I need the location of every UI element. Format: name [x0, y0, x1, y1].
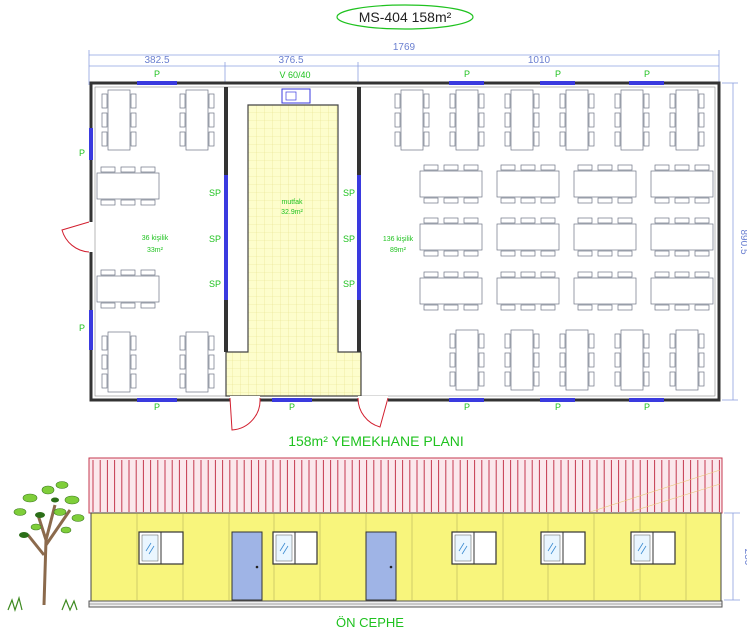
dining-table-vertical [449, 329, 485, 391]
dining-table-horizontal [496, 271, 560, 311]
dining-table-horizontal [96, 269, 160, 309]
dining-table-vertical [179, 331, 215, 393]
furniture [96, 89, 714, 393]
dim-left-width: 382.5 [144, 55, 169, 66]
front-elevation [7, 457, 723, 612]
dining-table-horizontal [650, 217, 714, 257]
right-room-area: 89m² [390, 247, 407, 254]
dimension-lines [88, 50, 740, 601]
windows [89, 81, 664, 402]
dining-table-horizontal [96, 166, 160, 206]
dim-middle-width: 376.5 [278, 55, 303, 66]
kitchen-name: mutfak [281, 199, 303, 206]
window-label: P [555, 402, 561, 412]
sliding-label: SP [343, 279, 355, 289]
dining-table-horizontal [573, 164, 637, 204]
window-label: P [464, 69, 470, 79]
dim-right-width: 1010 [528, 55, 551, 66]
dim-depth: 890.5 [738, 229, 747, 254]
room-labels: 36 kişilik 33m² mutfak 32.9m² 136 kişili… [142, 199, 414, 254]
roof-reflection [589, 469, 721, 513]
window-label: P [555, 69, 561, 79]
dining-table-vertical [101, 331, 137, 393]
vent-label: V 60/40 [279, 70, 310, 80]
dining-table-vertical [669, 89, 705, 151]
window-label: P [289, 402, 295, 412]
elevation-doors [231, 531, 397, 601]
elevation-window [451, 531, 497, 565]
floor-plan: P P P P P P P P P P P SP SP SP SP SP SP … [61, 69, 721, 431]
elevation-title: ÖN CEPHE [336, 615, 404, 630]
dining-table-horizontal [573, 217, 637, 257]
dining-table-vertical [449, 89, 485, 151]
window-label: P [79, 323, 85, 333]
hall-door [357, 397, 389, 428]
window-label: P [154, 69, 160, 79]
elevation-window [630, 531, 676, 565]
dining-table-vertical [179, 89, 215, 151]
sliding-label: SP [343, 188, 355, 198]
dining-table-vertical [614, 329, 650, 391]
roof-ribs [92, 460, 721, 513]
left-room-area: 33m² [147, 247, 164, 254]
window-label: P [154, 402, 160, 412]
kitchen-door [229, 397, 261, 431]
dining-table-vertical [614, 89, 650, 151]
left-room-capacity: 36 kişilik [142, 235, 169, 242]
dining-table-vertical [101, 89, 137, 151]
dining-table-horizontal [650, 164, 714, 204]
dining-table-horizontal [496, 164, 560, 204]
tree-icon [7, 481, 85, 612]
elevation-windows [138, 531, 676, 565]
sliding-label: SP [209, 188, 221, 198]
dining-table-horizontal [650, 271, 714, 311]
dining-table-vertical [669, 329, 705, 391]
dining-table-horizontal [419, 271, 483, 311]
window-label: P [464, 402, 470, 412]
dining-table-vertical [559, 89, 595, 151]
window-label: P [644, 402, 650, 412]
dim-total-width: 1769 [393, 42, 416, 53]
dining-table-vertical [504, 89, 540, 151]
dining-table-vertical [559, 329, 595, 391]
facade [90, 512, 722, 603]
roof [88, 457, 723, 514]
entrance-door-left [61, 221, 90, 253]
project-title: MS-404 158m² [359, 9, 452, 25]
elevation-window [138, 531, 184, 565]
right-room-capacity: 136 kişilik [383, 236, 414, 243]
sliding-label: SP [343, 234, 355, 244]
elevation-window [272, 531, 318, 565]
window-label: P [79, 148, 85, 158]
kitchen-area: 32.9m² [281, 209, 303, 216]
dining-table-vertical [504, 329, 540, 391]
dining-table-vertical [394, 89, 430, 151]
sliding-label: SP [209, 234, 221, 244]
dining-table-horizontal [496, 217, 560, 257]
dim-elevation-height: 250 [742, 549, 747, 566]
dining-table-horizontal [419, 217, 483, 257]
sliding-label: SP [209, 279, 221, 289]
elevation-window [540, 531, 586, 565]
plan-title: 158m² YEMEKHANE PLANI [288, 433, 464, 449]
title-badge: MS-404 158m² [336, 4, 474, 30]
window-labels: P P P P P P P P P P P SP SP SP SP SP SP … [79, 69, 650, 412]
window-label: P [644, 69, 650, 79]
dining-table-horizontal [419, 164, 483, 204]
dining-table-horizontal [573, 271, 637, 311]
